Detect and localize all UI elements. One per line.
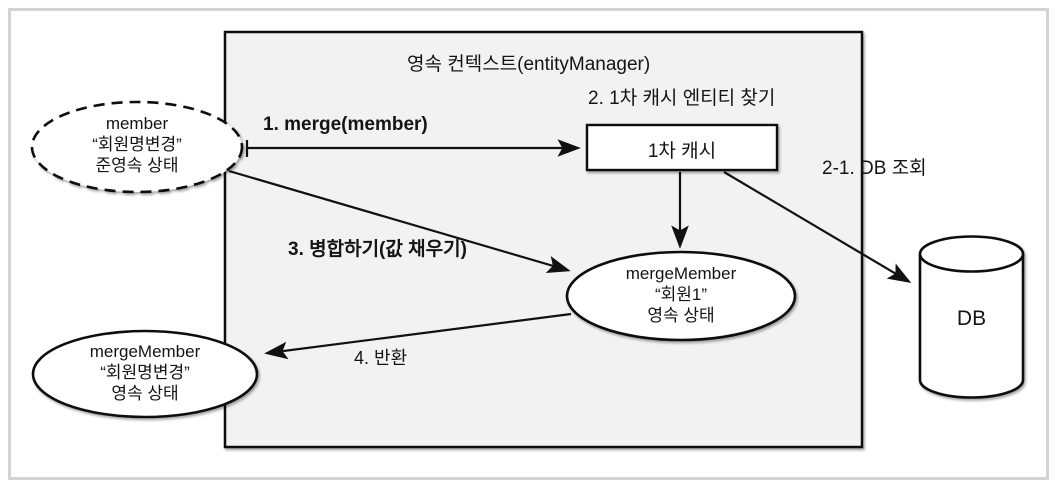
merge-member-returned-ellipse: [31, 329, 259, 419]
merge-member-returned-text: mergeMember “회원명변경” 영속 상태: [35, 341, 255, 404]
label-step2-find-cache-entity: 2. 1차 캐시 엔티티 찾기: [588, 88, 776, 109]
merge-member-persistent-state: 영속 상태: [647, 306, 715, 325]
merge-member-persistent-name: mergeMember: [625, 264, 737, 283]
db-cylinder: [918, 235, 1025, 399]
merge-member-persistent-ellipse: [565, 250, 797, 342]
first-cache-box: [585, 123, 779, 172]
merge-member-returned-state: 영속 상태: [111, 384, 179, 403]
member-detached-state: 준영속 상태: [95, 156, 179, 175]
label-step4-return: 4. 반환: [354, 348, 408, 368]
member-detached-value: “회원명변경”: [92, 135, 182, 154]
container-title: 영속 컨텍스트(entityManager): [407, 54, 651, 75]
member-detached-text: member “회원명변경” 준영속 상태: [37, 113, 237, 176]
first-cache-label: 1차 캐시: [647, 141, 717, 162]
member-detached-ellipse: [30, 100, 244, 194]
member-detached-name: member: [105, 114, 169, 133]
arrow-step3-fill-values: [228, 169, 571, 273]
label-step3-fill-values: 3. 병합하기(값 채우기): [288, 239, 467, 260]
merge-member-persistent-value: “회원1”: [654, 285, 708, 304]
merge-member-returned-name: mergeMember: [89, 342, 201, 361]
merge-member-persistent-text: mergeMember “회원1” 영속 상태: [571, 263, 791, 326]
db-label: DB: [956, 307, 987, 330]
arrow-step2-1-cache-to-db: [723, 171, 912, 283]
persistence-context-container: [223, 30, 864, 449]
label-step2-1-db-lookup: 2-1. DB 조회: [822, 158, 927, 179]
arrow-step4-return: [264, 312, 572, 360]
label-step1-merge: 1. merge(member): [263, 114, 428, 135]
merge-member-returned-value: “회원명변경”: [100, 363, 190, 382]
